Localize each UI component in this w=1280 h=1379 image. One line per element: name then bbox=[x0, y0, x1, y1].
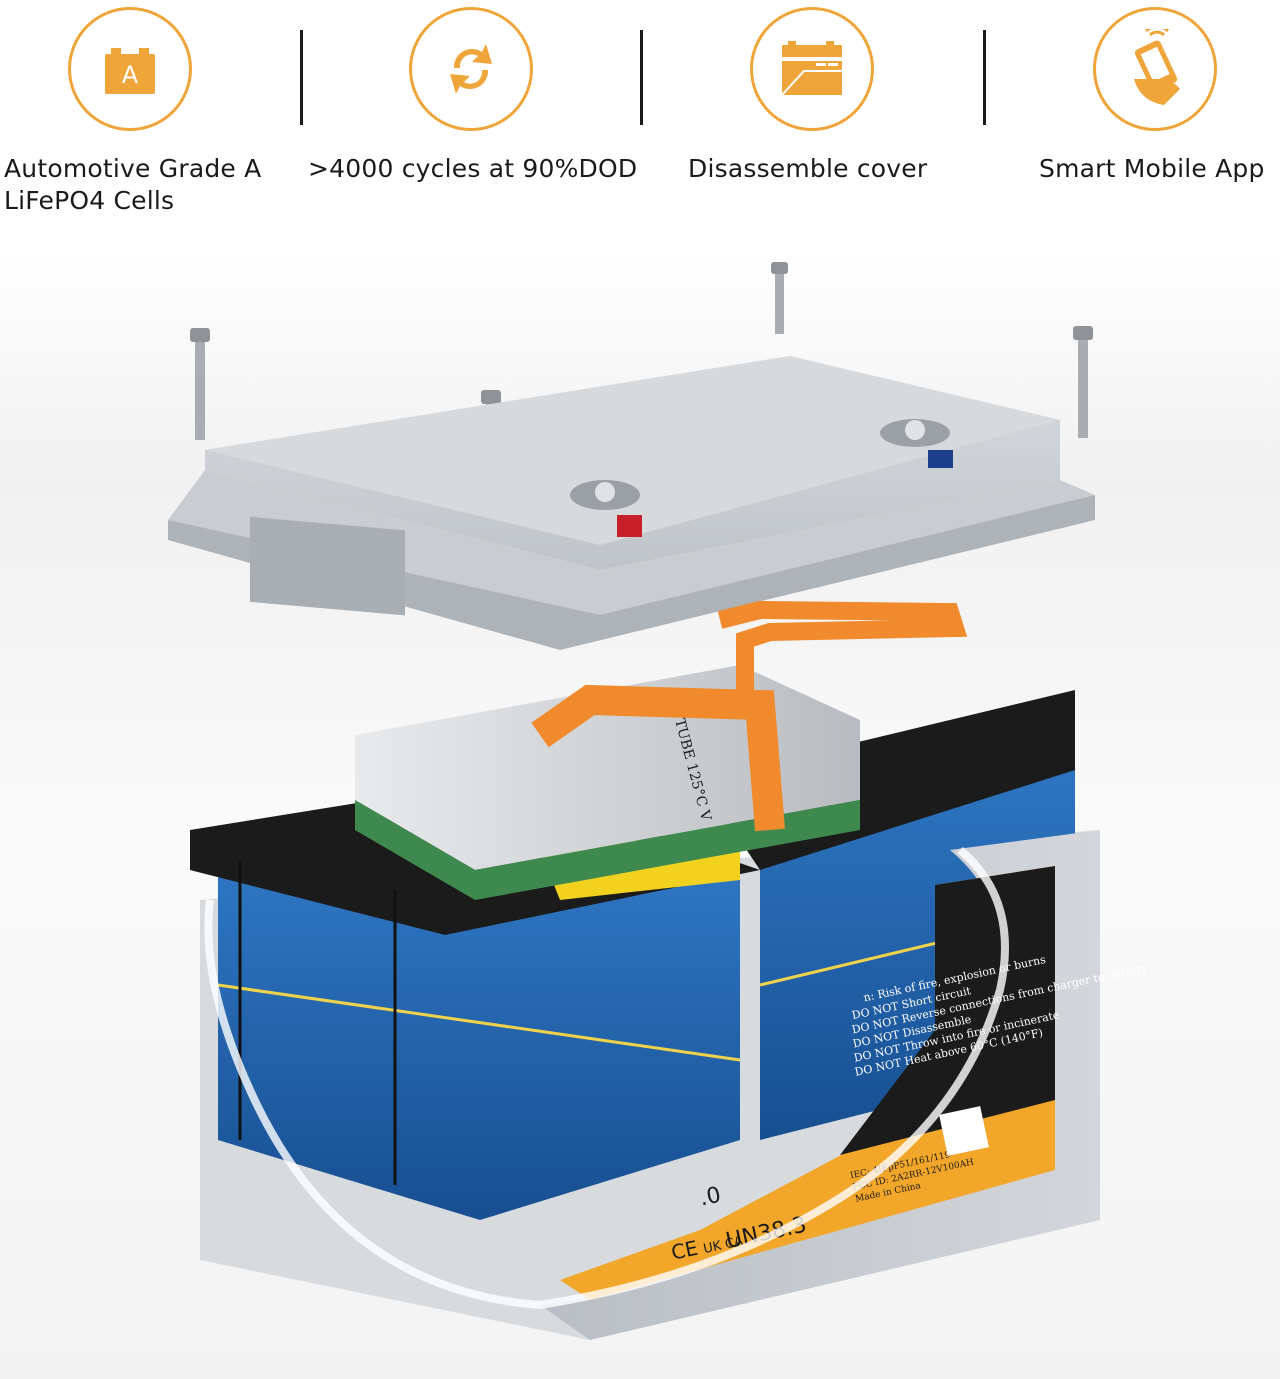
feature-label-2: >4000 cycles at 90%DOD bbox=[308, 153, 637, 185]
feature-icon-circle-3 bbox=[750, 7, 874, 131]
divider-3 bbox=[983, 30, 986, 125]
qr-code bbox=[939, 1106, 989, 1156]
model-fragment: .0 bbox=[697, 1183, 723, 1212]
divider-2 bbox=[640, 30, 643, 125]
ce-mark: CE bbox=[669, 1236, 700, 1265]
open-case-icon bbox=[781, 41, 842, 96]
battery-cell-icon: A bbox=[105, 48, 155, 94]
battery-lid bbox=[168, 356, 1095, 650]
feature-1-line2: LiFePO4 Cells bbox=[4, 186, 175, 215]
divider-1 bbox=[300, 30, 303, 125]
feature-label-3: Disassemble cover bbox=[688, 153, 927, 185]
feature-3-line1: Disassemble cover bbox=[688, 154, 928, 183]
case-front-panel bbox=[540, 830, 1100, 1340]
mobile-app-icon bbox=[1134, 29, 1180, 105]
feature-4-line1: Smart Mobile App bbox=[1039, 154, 1265, 183]
cutaway-curve bbox=[204, 846, 1009, 1310]
battery-cells bbox=[190, 690, 1076, 1220]
feature-label-4: Smart Mobile App bbox=[1039, 153, 1265, 185]
feature-2-line1: >4000 cycles at 90%DOD bbox=[308, 154, 638, 183]
feature-1-line1: Automotive Grade A bbox=[4, 154, 262, 183]
feature-icon-circle-2 bbox=[409, 7, 533, 131]
battery-exploded-illustration: TUBE 125°C V n: Risk of fire, explosion … bbox=[168, 262, 1149, 1340]
battery-cell-letter: A bbox=[122, 61, 139, 89]
feature-label-1: Automotive Grade A LiFePO4 Cells bbox=[4, 153, 261, 217]
feature-icon-circle-1: A bbox=[68, 7, 192, 131]
feature-icon-circle-4 bbox=[1093, 7, 1217, 131]
cycle-arrows-icon bbox=[450, 44, 492, 94]
